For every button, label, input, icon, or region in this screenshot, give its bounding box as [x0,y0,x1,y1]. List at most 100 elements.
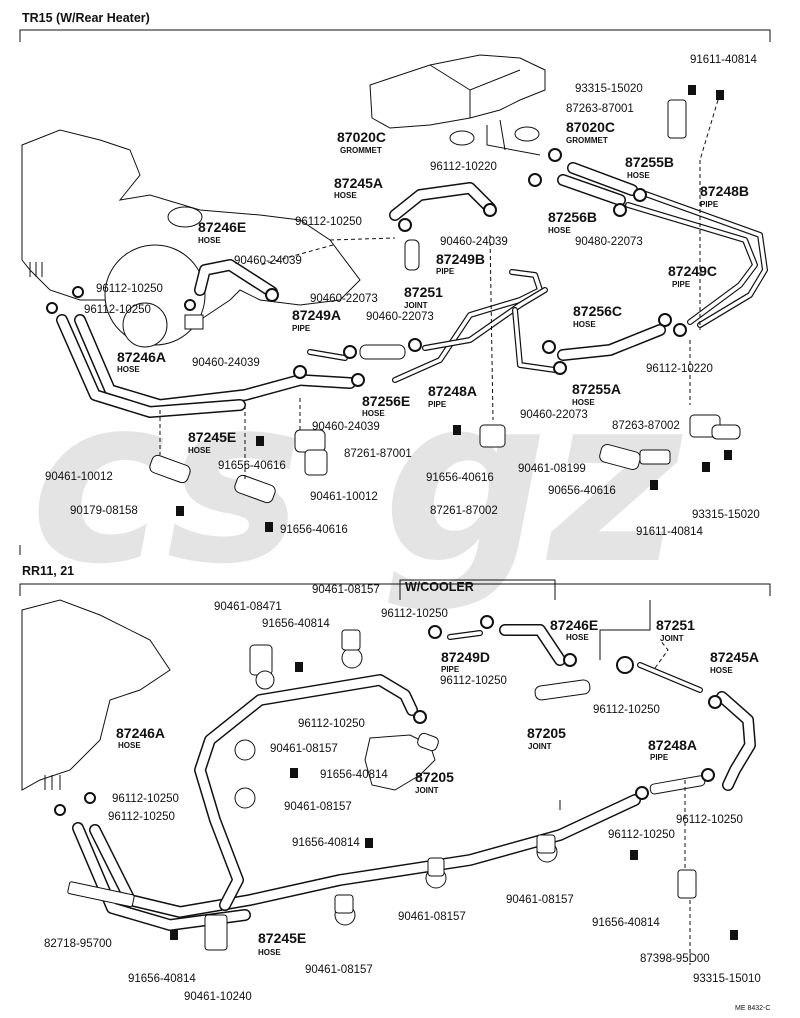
part-label-top-19: HOSE [198,236,221,245]
part-label-bottom-27: 96112-10250 [108,811,175,823]
part-label-top-30: JOINT [404,301,428,310]
part-label-bottom-5: HOSE [566,633,589,642]
part-label-bottom-20: 91656-40814 [320,769,388,781]
part-label-bottom-28: 96112-10250 [608,829,675,841]
part-label-top-55: 90461-08199 [518,463,586,475]
part-label-bottom-21: 87205 [415,769,454,785]
part-label-top-48: 87263-87002 [612,420,680,432]
part-label-bottom-38: 87398-95D00 [640,953,710,965]
part-label-top-23: 87249C [668,263,717,279]
part-label-top-4: GROMMET [340,146,382,155]
pipes-top [307,119,768,383]
hoses-top [56,162,666,418]
part-label-bottom-26: 96112-10250 [112,793,179,805]
part-label-bottom-41: 90461-10240 [184,991,252,1003]
part-label-bottom-34: 87245E [258,930,306,946]
part-label-bottom-3: 96112-10250 [381,608,448,620]
part-label-top-0: 91611-40814 [690,54,758,66]
part-label-top-9: HOSE [627,171,650,180]
clamps-top [46,126,687,387]
engine-illustration-top [21,129,361,348]
brackets-top [149,85,741,532]
part-label-bottom-24: PIPE [650,753,669,762]
part-label-bottom-4: 87246E [550,617,598,633]
part-label-bottom-9: PIPE [441,665,460,674]
part-labels-bottom: 90461-08157 90461-08471 91656-40814 96112-1… [44,584,761,1003]
part-label-bottom-8: 87249D [441,649,490,665]
part-label-bottom-12: 96112-10250 [440,675,507,687]
part-label-top-3: 87020C [337,129,386,145]
part-label-top-41: 87256E [362,393,410,409]
part-label-top-11: PIPE [700,200,719,209]
part-label-top-61: 91611-40814 [636,526,704,538]
part-label-top-62: 91656-40616 [280,524,348,536]
part-label-top-8: 87255B [625,154,674,170]
pipes-bottom [447,630,703,693]
part-label-top-31: 87249A [292,307,341,323]
part-label-top-56: 90656-40616 [548,485,616,497]
part-label-top-34: 87256C [573,303,622,319]
part-label-top-22: PIPE [436,267,455,276]
part-label-top-10: 87248B [700,183,749,199]
part-label-top-50: HOSE [188,446,211,455]
part-label-top-46: 90460-24039 [312,421,380,433]
part-label-top-42: HOSE [362,409,385,418]
part-label-top-25: 90460-24039 [234,255,302,267]
part-label-bottom-29: 96112-10250 [676,814,743,826]
doc-code: ME 8432-C [735,1005,770,1012]
part-label-top-58: 87261-87002 [430,505,498,517]
part-label-bottom-13: 87246A [116,725,165,741]
part-label-bottom-23: 87248A [648,737,697,753]
part-label-bottom-37: 90461-08157 [305,964,373,976]
part-label-bottom-11: HOSE [710,666,733,675]
part-label-top-15: 87245A [334,175,383,191]
part-label-bottom-31: 90461-08157 [506,894,574,906]
part-label-top-20: 90460-24039 [440,236,508,248]
part-label-top-57: 93315-15020 [692,509,760,521]
part-label-bottom-33: 82718-95700 [44,938,112,950]
engine-illustration-bottom [21,599,436,791]
part-label-bottom-40: 93315-15010 [693,973,761,985]
part-label-top-47: 90460-22073 [520,409,588,421]
part-label-top-12: 87256B [548,209,597,225]
part-label-top-27: 96112-10250 [84,304,151,316]
part-label-top-53: 91656-40616 [426,472,494,484]
part-label-bottom-16: 96112-10250 [593,704,660,716]
part-label-top-28: 90460-22073 [310,293,378,305]
part-label-top-33: 90460-22073 [366,311,434,323]
part-label-bottom-17: 87205 [527,725,566,741]
part-label-top-44: HOSE [572,398,595,407]
part-label-top-6: GROMMET [566,136,608,145]
part-label-top-59: 90461-10012 [310,491,378,503]
part-label-bottom-0: 90461-08157 [312,584,380,596]
part-label-top-21: 87249B [436,251,485,267]
part-label-top-17: 96112-10250 [295,216,362,228]
part-label-bottom-7: JOINT [660,634,684,643]
part-label-bottom-32: 91656-40814 [592,917,660,929]
part-labels-top: 91611-4081493315-1502087263-8700187020CG… [45,54,760,538]
part-label-top-29: 87251 [404,284,443,300]
part-label-bottom-25: 90461-08157 [284,801,352,813]
part-label-top-13: HOSE [548,226,571,235]
part-label-top-16: HOSE [334,191,357,200]
part-label-bottom-15: 96112-10250 [298,718,365,730]
part-label-top-51: 91656-40616 [218,460,286,472]
subtitle-w-cooler: W/COOLER [405,580,474,594]
part-label-bottom-1: 90461-08471 [214,601,282,613]
part-label-top-5: 87020C [566,119,615,135]
part-label-top-49: 87245E [188,429,236,445]
leader-lines-bottom [559,600,691,965]
part-label-bottom-30: 91656-40814 [292,837,360,849]
part-label-top-54: 90461-10012 [45,471,113,483]
part-label-top-38: 90460-24039 [192,357,260,369]
part-label-top-24: PIPE [672,280,691,289]
part-label-top-60: 90179-08158 [70,505,138,517]
clamps-bottom [54,615,722,816]
part-label-top-2: 87263-87001 [566,103,634,115]
part-label-bottom-6: 87251 [656,617,695,633]
part-label-bottom-19: 90461-08157 [270,743,338,755]
part-label-bottom-10: 87245A [710,649,759,665]
part-label-top-7: 96112-10220 [430,161,497,173]
part-label-top-35: HOSE [573,320,596,329]
part-label-top-32: PIPE [292,324,311,333]
